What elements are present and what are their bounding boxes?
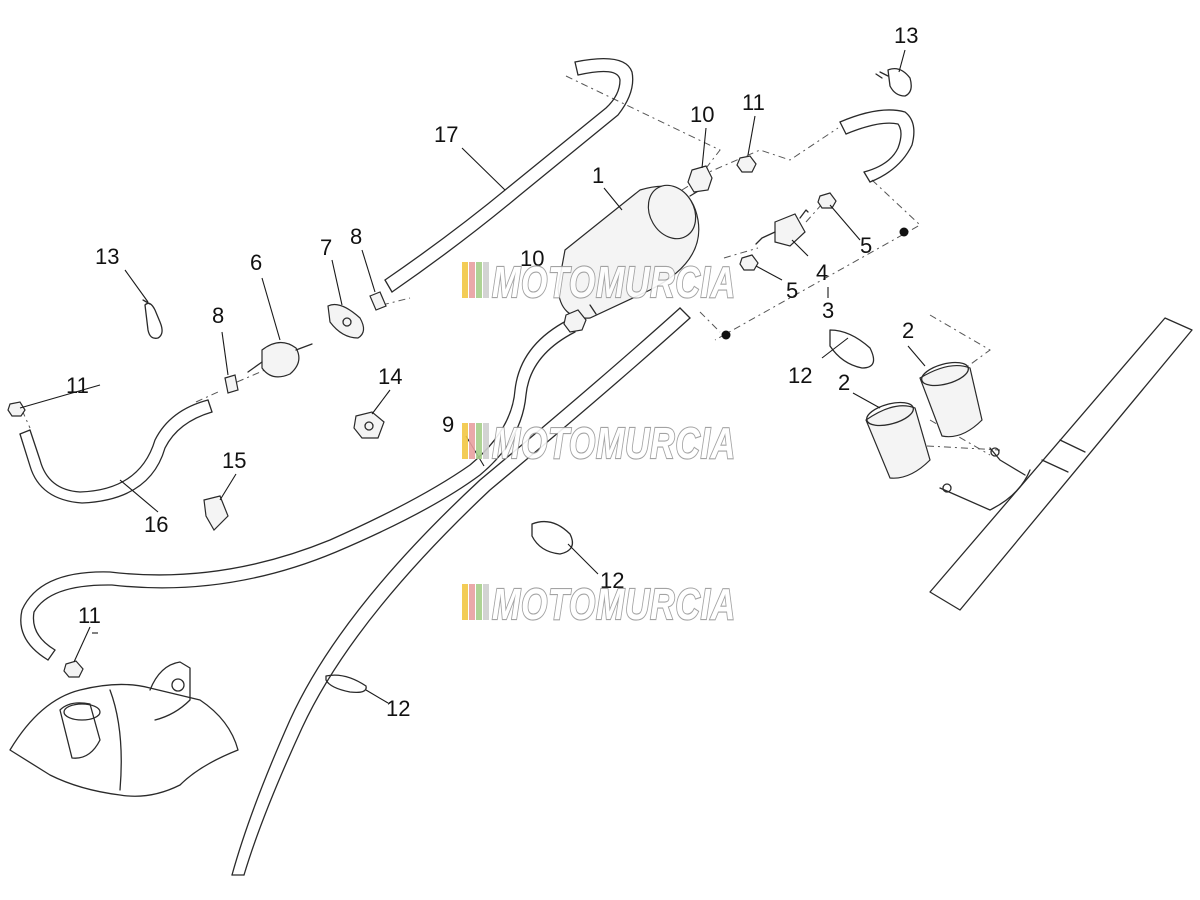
watermark-1: MOTOMURCIA — [462, 257, 736, 308]
label-10b: 10 — [520, 246, 544, 271]
label-12a: 12 — [788, 363, 812, 388]
watermark-3: MOTOMURCIA — [462, 579, 736, 630]
label-13a: 13 — [894, 23, 918, 48]
hose-16[interactable] — [19, 399, 213, 504]
sleeve-8-right[interactable] — [369, 291, 387, 311]
label-9: 9 — [442, 412, 454, 437]
label-11c: 11 — [78, 603, 101, 628]
label-11b: 11 — [66, 373, 89, 398]
watermark-stripe — [476, 584, 482, 620]
label-13b: 13 — [95, 244, 119, 269]
label-17: 17 — [434, 122, 458, 147]
clip-14[interactable] — [353, 411, 385, 439]
sleeve-8-left[interactable] — [224, 374, 239, 394]
watermark-stripe — [483, 584, 489, 620]
label-7: 7 — [320, 235, 332, 260]
fitting-10-lower[interactable] — [563, 309, 587, 333]
fuel-tank — [9, 661, 239, 797]
label-8b: 8 — [212, 303, 224, 328]
fitting-10-upper[interactable] — [687, 165, 713, 193]
label-15: 15 — [222, 448, 246, 473]
watermark-stripe — [476, 423, 482, 459]
label-14: 14 — [378, 364, 402, 389]
watermark-stripe — [483, 423, 489, 459]
frame-tube — [929, 317, 1193, 611]
label-2a: 2 — [902, 318, 914, 343]
clamp-12-bottom[interactable] — [325, 674, 367, 694]
label-10a: 10 — [690, 102, 714, 127]
hose-17[interactable] — [384, 58, 634, 293]
bracket-2-lower[interactable] — [864, 398, 931, 479]
watermark-stripe — [483, 262, 489, 298]
nut-11-lower[interactable] — [63, 660, 84, 678]
clamp-13-upper[interactable] — [875, 67, 912, 97]
label-5a: 5 — [860, 233, 872, 258]
nut-11-upper[interactable] — [736, 155, 757, 173]
label-4: 4 — [816, 260, 828, 285]
label-2b: 2 — [838, 370, 850, 395]
watermark-stripe — [476, 262, 482, 298]
watermark-stripe — [462, 584, 468, 620]
label-3: 3 — [822, 298, 834, 323]
valve-4[interactable] — [755, 209, 809, 247]
clamp-13-left[interactable] — [142, 299, 163, 339]
label-11a: 11 — [742, 90, 765, 115]
watermark-stripe — [469, 423, 475, 459]
clamp-12-right[interactable] — [829, 329, 875, 369]
label-12b: 12 — [600, 568, 624, 593]
watermark-stripe — [462, 423, 468, 459]
watermark-stripe — [469, 584, 475, 620]
watermark-text: MOTOMURCIA — [492, 419, 736, 468]
hose-drain[interactable] — [231, 307, 691, 876]
bracket-2-upper[interactable] — [919, 358, 983, 438]
hose-9[interactable] — [20, 319, 576, 661]
clip-15[interactable] — [203, 495, 229, 531]
label-1: 1 — [592, 163, 604, 188]
label-8a: 8 — [350, 224, 362, 249]
label-16: 16 — [144, 512, 168, 537]
clamp-12-middle[interactable] — [531, 520, 574, 555]
watermark-text: MOTOMURCIA — [492, 258, 736, 307]
leader-lines — [19, 49, 926, 704]
watermark-stripe — [469, 262, 475, 298]
fitting-5-lower[interactable] — [739, 254, 759, 271]
nut-11-left[interactable] — [7, 401, 26, 417]
valve-6[interactable] — [247, 341, 313, 378]
watermark-text: MOTOMURCIA — [492, 580, 736, 629]
label-6: 6 — [250, 250, 262, 275]
watermark-stripe — [462, 262, 468, 298]
part-labels: 1 2 2 3 4 5 5 6 7 8 8 9 10 10 11 11 11 1… — [66, 23, 918, 721]
label-5b: 5 — [786, 278, 798, 303]
bracket-7[interactable] — [327, 303, 365, 339]
canister-1[interactable] — [557, 177, 705, 319]
watermark-2: MOTOMURCIA — [462, 418, 736, 469]
hose-upper-right[interactable] — [839, 109, 915, 183]
fitting-5-upper[interactable] — [817, 192, 837, 209]
label-12c: 12 — [386, 696, 410, 721]
